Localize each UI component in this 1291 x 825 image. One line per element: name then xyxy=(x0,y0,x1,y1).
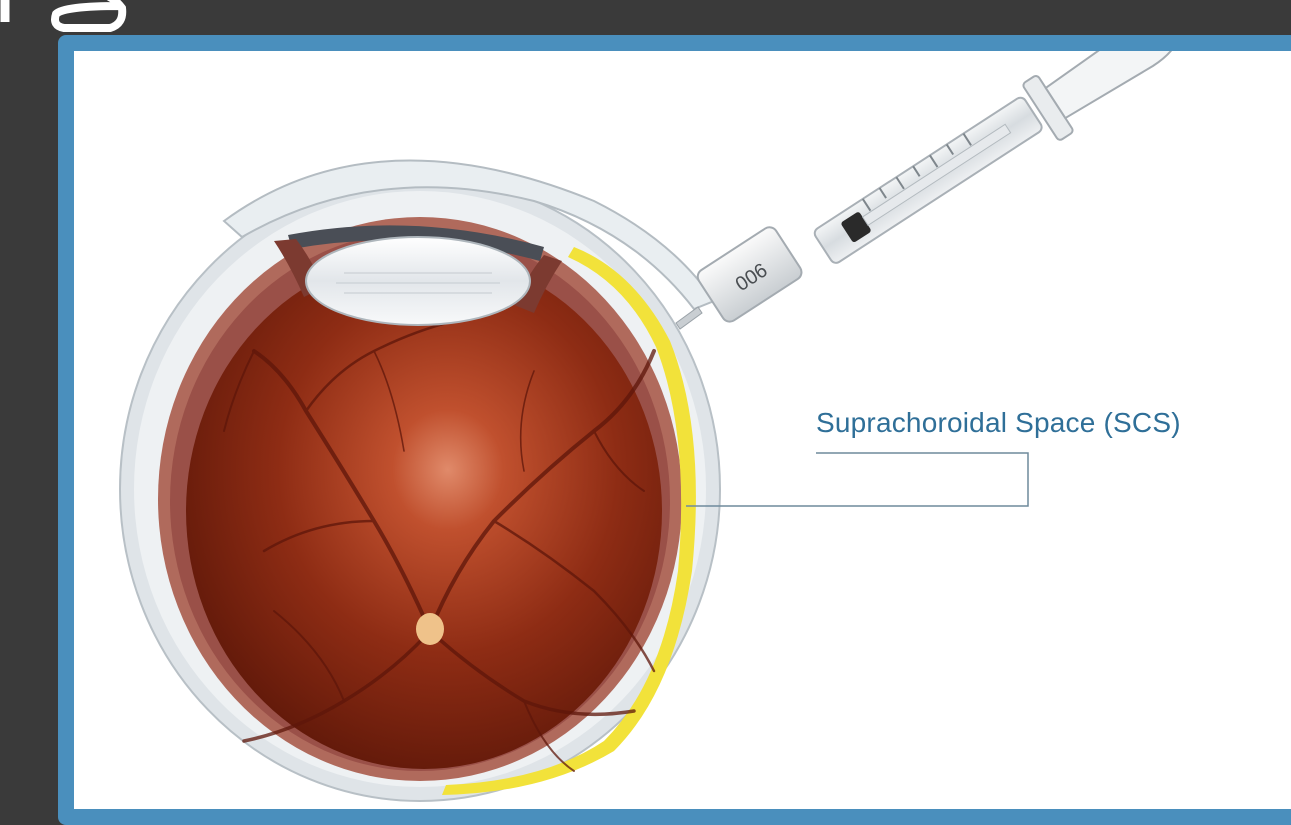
scs-label: Suprachoroidal Space (SCS) xyxy=(816,407,1181,439)
scs-leader-line xyxy=(686,453,1028,506)
needle xyxy=(676,307,702,329)
lens xyxy=(306,237,530,325)
microinjector-syringe: 900 xyxy=(676,51,1193,329)
plunger-handle xyxy=(1044,51,1187,121)
optic-disc xyxy=(416,613,444,645)
illustration-panel: 900 xyxy=(74,51,1291,809)
partial-title-glyph xyxy=(0,0,160,32)
